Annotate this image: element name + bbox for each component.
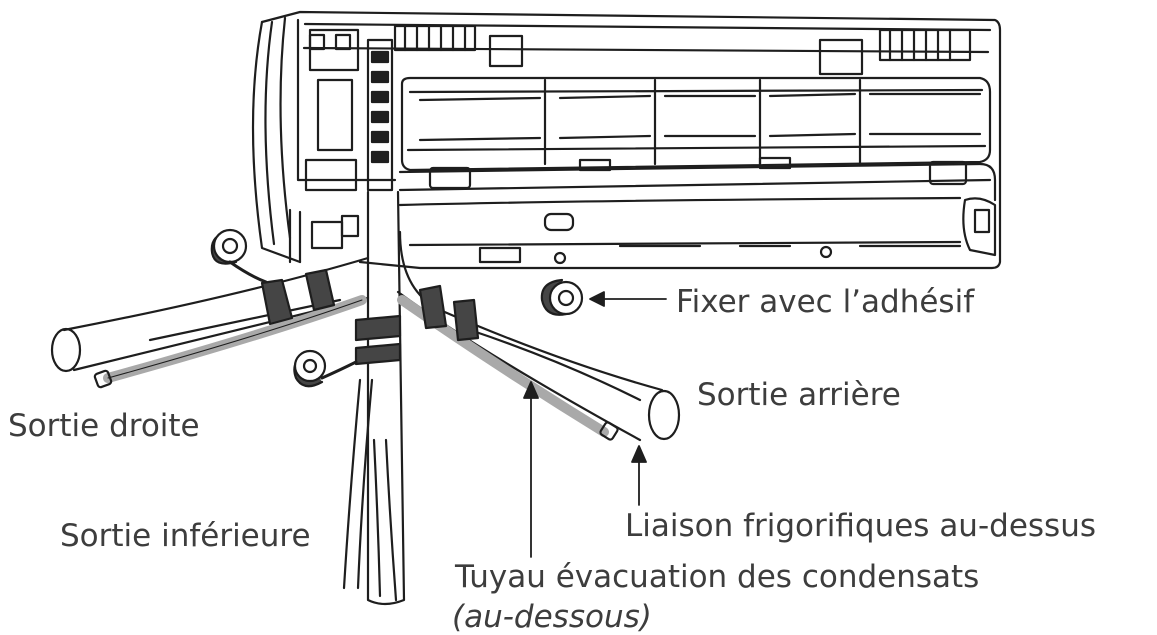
callout-leaders: [523, 291, 667, 558]
label-drain-pipe-position: (au-dessous): [452, 599, 652, 635]
label-rear-outlet: Sortie arrière: [697, 377, 901, 413]
adhesive-tape-bands: [260, 268, 480, 366]
label-refrigerant-lines: Liaison frigorifiques au-dessus: [625, 508, 1096, 544]
tape-roll-ends: [210, 228, 584, 388]
rear-outlet-bundle: [396, 230, 681, 442]
label-bottom-outlet: Sortie inférieure: [60, 518, 311, 554]
label-fix-with-tape: Fixer avec l’adhésif: [676, 284, 975, 320]
label-drain-pipe: Tuyau évacuation des condensats: [455, 559, 980, 595]
label-right-outlet: Sortie droite: [8, 408, 200, 444]
indoor-unit: [251, 10, 1002, 270]
vertical-pipe-bundle: [342, 190, 406, 606]
right-outlet-bundle: [50, 256, 370, 389]
